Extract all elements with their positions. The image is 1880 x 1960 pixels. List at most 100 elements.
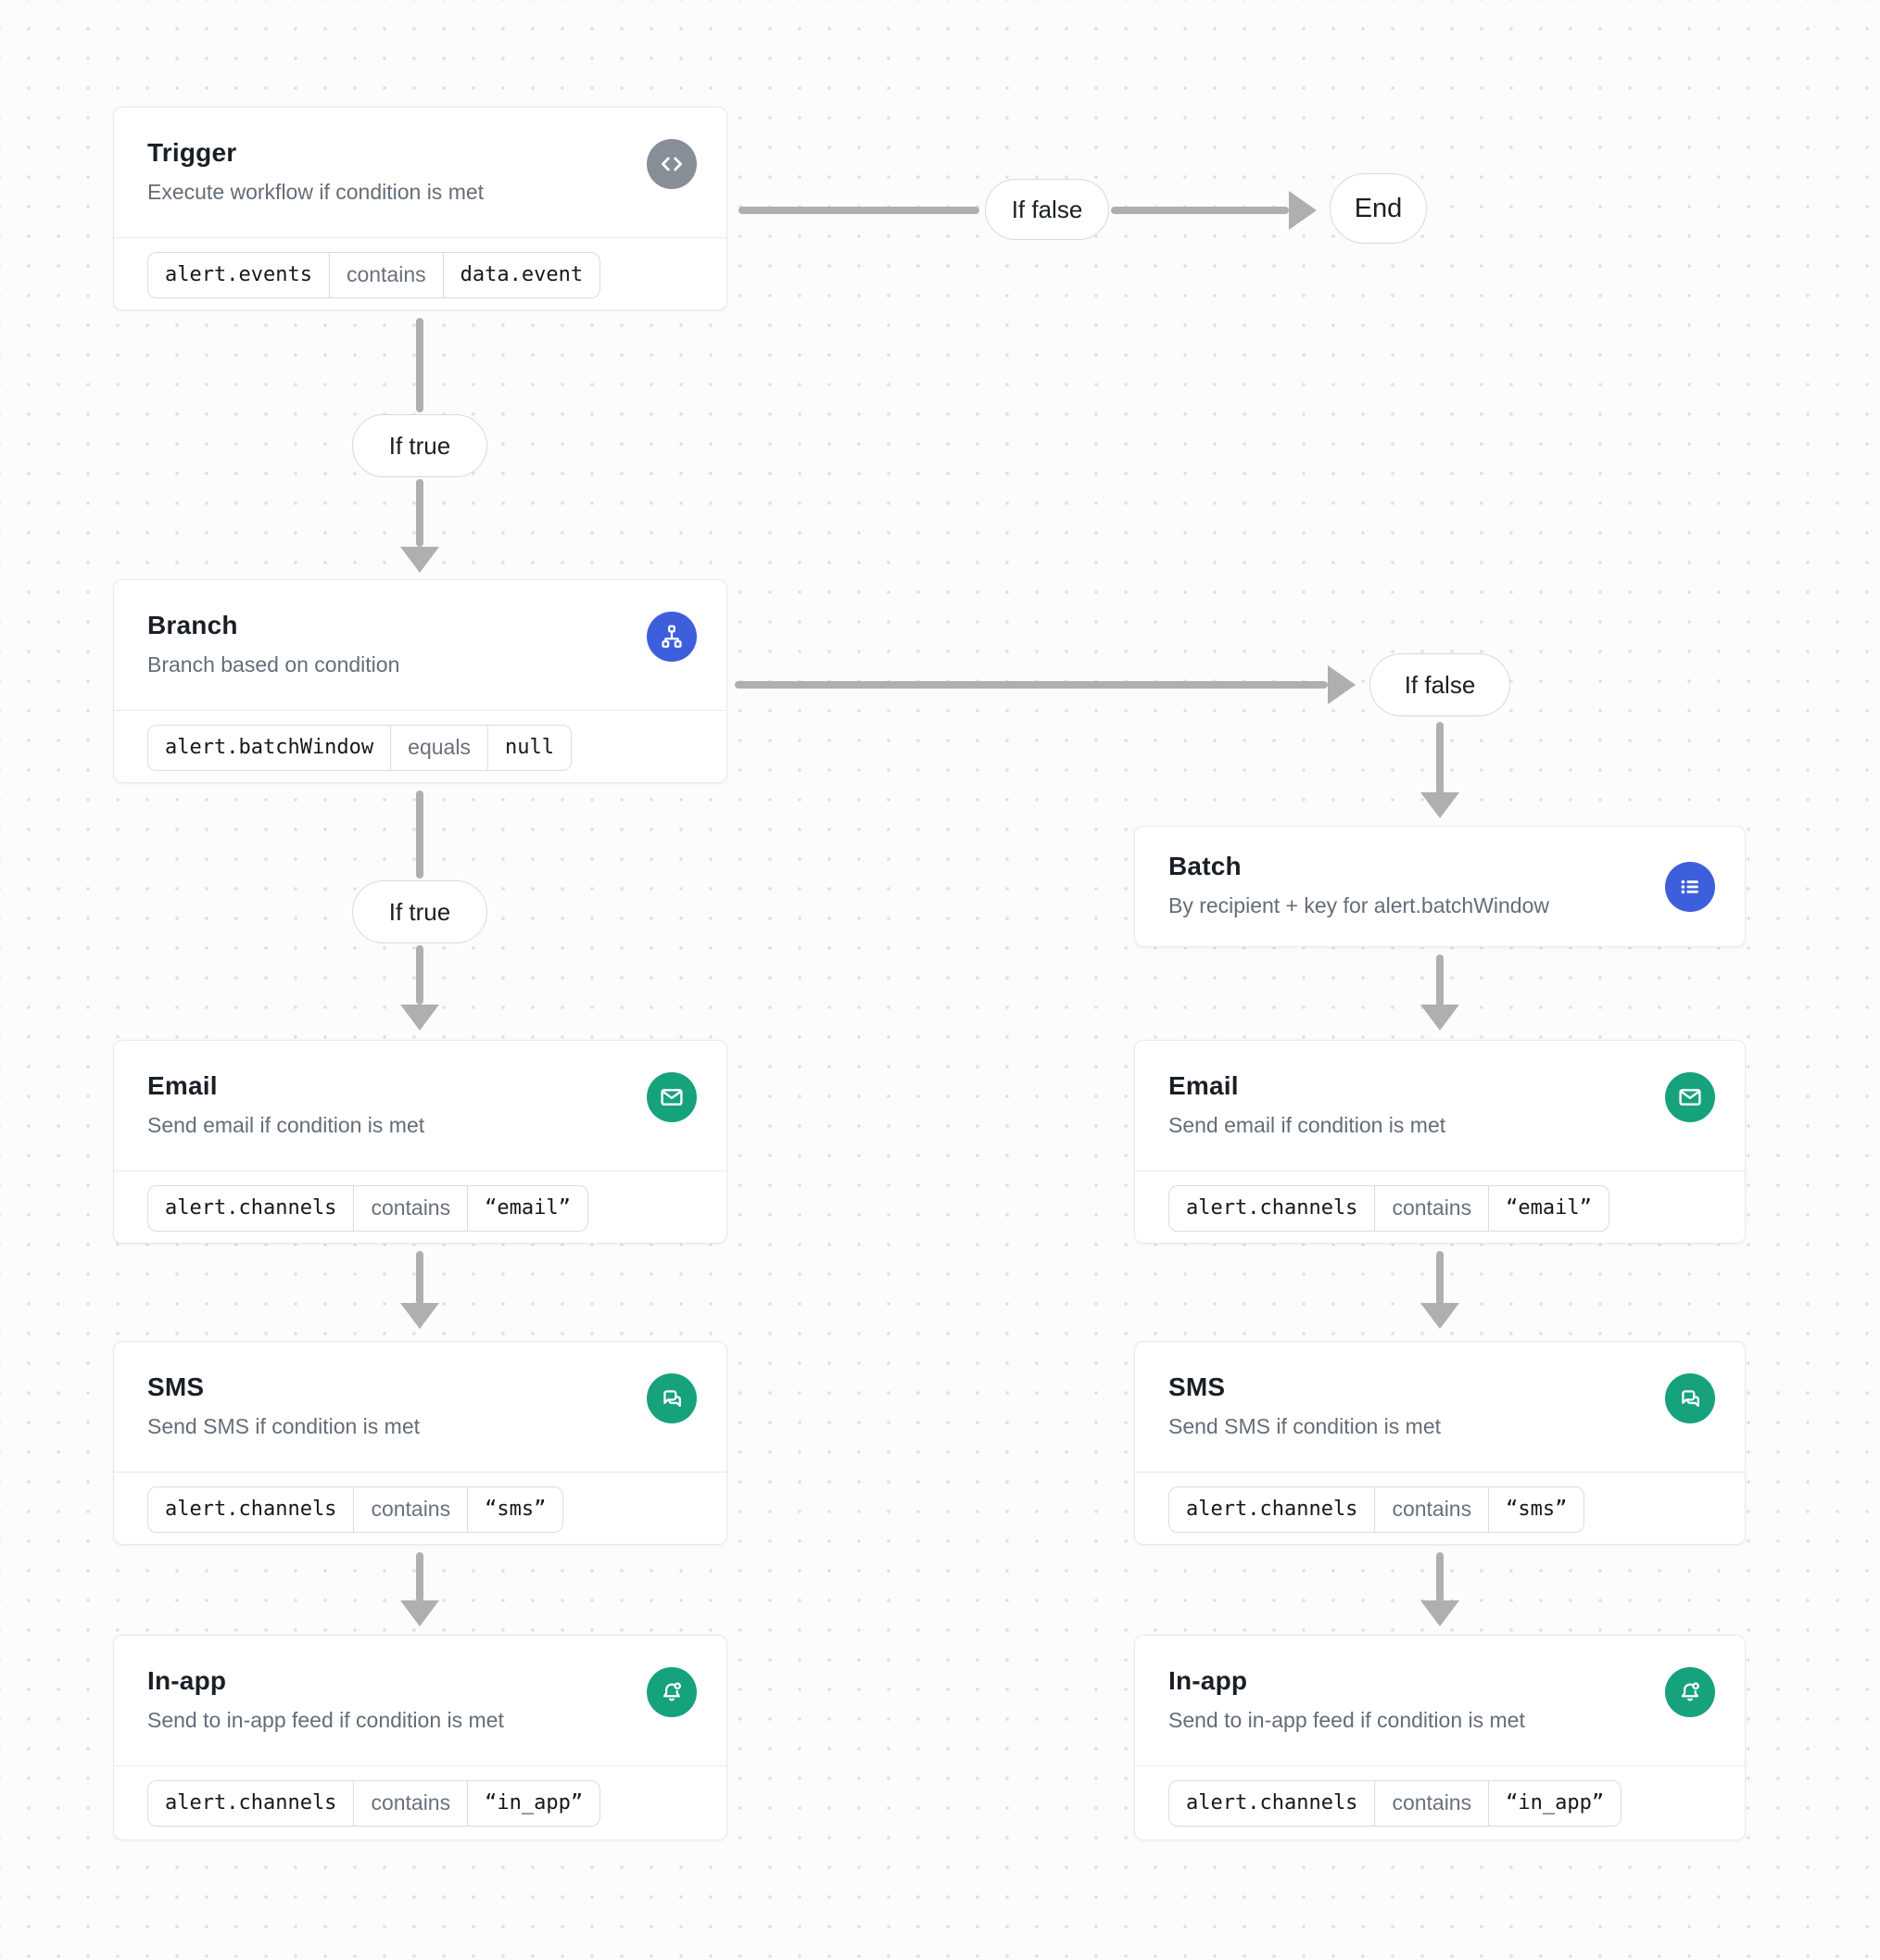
condition-field: alert.channels: [165, 1498, 337, 1521]
node-header: Email Send email if condition is met: [1135, 1041, 1745, 1170]
connector-batch-email-right: [1436, 955, 1444, 1006]
node-trigger[interactable]: Trigger Execute workflow if condition is…: [113, 107, 727, 310]
condition-operator: contains: [328, 252, 443, 297]
condition-row: alert.channels contains “in_app”: [1135, 1765, 1745, 1840]
edge-label-text: If true: [388, 431, 451, 460]
node-title: SMS: [1168, 1372, 1226, 1401]
condition-field: alert.channels: [1186, 1498, 1358, 1521]
condition-chip: alert.channels contains “in_app”: [1168, 1779, 1622, 1827]
condition-field: alert.batchWindow: [165, 736, 374, 759]
condition-value: “email”: [467, 1185, 587, 1231]
mail-icon: [647, 1072, 697, 1122]
bell-notification-icon: [1665, 1667, 1715, 1717]
condition-operator: contains: [1374, 1780, 1488, 1826]
condition-field: alert.channels: [1186, 1791, 1358, 1815]
connector-iftrue-branch: [416, 479, 423, 547]
node-inapp-right[interactable]: In-app Send to in-app feed if condition …: [1134, 1635, 1746, 1840]
connector-iftrue-email-left: [416, 945, 423, 1005]
arrowhead-to-batch: [1420, 792, 1459, 818]
condition-operator: contains: [353, 1486, 467, 1532]
arrowhead-to-email-left: [400, 1005, 439, 1031]
node-header: SMS Send SMS if condition is met: [1135, 1342, 1745, 1472]
mail-icon: [1665, 1072, 1715, 1122]
node-title: Email: [1168, 1071, 1239, 1100]
edge-label-text: If false: [1011, 195, 1083, 223]
node-subtitle: Send to in-app feed if condition is met: [147, 1708, 504, 1732]
arrowhead-to-end: [1289, 191, 1317, 230]
condition-field: alert.channels: [1186, 1196, 1358, 1220]
condition-value: “in_app”: [1488, 1780, 1621, 1826]
node-header: In-app Send to in-app feed if condition …: [114, 1636, 726, 1765]
condition-chip: alert.batchWindow equals null: [147, 724, 572, 771]
condition-operator: contains: [353, 1185, 467, 1231]
connector-sms-inapp-left: [416, 1552, 423, 1602]
node-sms-right[interactable]: SMS Send SMS if condition is met alert.c…: [1134, 1341, 1746, 1545]
condition-chip: alert.channels contains “in_app”: [147, 1779, 601, 1827]
condition-chip: alert.channels contains “sms”: [147, 1486, 564, 1533]
node-header: Branch Branch based on condition: [114, 580, 726, 710]
edge-label-if-false-top: If false: [985, 179, 1109, 240]
end-label: End: [1354, 193, 1403, 223]
condition-row: alert.channels contains “sms”: [114, 1472, 726, 1546]
node-header: In-app Send to in-app feed if condition …: [1135, 1636, 1745, 1765]
condition-chip: alert.channels contains “email”: [1168, 1184, 1609, 1232]
node-header: Trigger Execute workflow if condition is…: [114, 107, 726, 237]
node-sms-left[interactable]: SMS Send SMS if condition is met alert.c…: [113, 1341, 727, 1545]
node-title: In-app: [147, 1666, 227, 1695]
connector-trigger-iftrue: [416, 318, 423, 412]
condition-row: alert.channels contains “email”: [114, 1170, 726, 1245]
connector-iffalse-end: [1111, 207, 1289, 214]
node-batch[interactable]: Batch By recipient + key for alert.batch…: [1134, 826, 1746, 947]
connector-iffalse-batch: [1436, 722, 1444, 794]
edge-label-text: If false: [1404, 670, 1476, 699]
node-branch[interactable]: Branch Branch based on condition alert.b…: [113, 579, 727, 783]
arrowhead-to-sms-right: [1420, 1303, 1459, 1329]
node-title: SMS: [147, 1372, 205, 1401]
condition-row: alert.channels contains “in_app”: [114, 1765, 726, 1840]
arrowhead-to-email-right: [1420, 1005, 1459, 1031]
condition-row: alert.batchWindow equals null: [114, 710, 726, 784]
edge-label-if-true-top: If true: [352, 414, 487, 477]
chat-icon: [647, 1373, 697, 1423]
arrowhead-to-inapp-right: [1420, 1600, 1459, 1626]
node-subtitle: Branch based on condition: [147, 652, 400, 677]
connector-branch-iftrue: [416, 790, 423, 879]
node-inapp-left[interactable]: In-app Send to in-app feed if condition …: [113, 1635, 727, 1840]
connector-email-sms-right: [1436, 1251, 1444, 1305]
condition-operator: contains: [353, 1780, 467, 1826]
condition-value: “sms”: [1488, 1486, 1583, 1532]
node-title: Trigger: [147, 138, 237, 167]
edge-label-if-false-branch: If false: [1369, 653, 1510, 716]
connector-sms-inapp-right: [1436, 1552, 1444, 1602]
connector-branch-iffalse: [735, 681, 1328, 689]
list-icon: [1665, 862, 1715, 912]
arrowhead-to-iffalse: [1328, 665, 1356, 704]
condition-row: alert.channels contains “sms”: [1135, 1472, 1745, 1546]
condition-field: alert.channels: [165, 1196, 337, 1220]
node-header: Email Send email if condition is met: [114, 1041, 726, 1170]
node-title: In-app: [1168, 1666, 1248, 1695]
node-subtitle: By recipient + key for alert.batchWindow: [1168, 893, 1549, 917]
end-node: End: [1330, 173, 1427, 244]
condition-value: null: [486, 725, 571, 770]
node-email-right[interactable]: Email Send email if condition is met ale…: [1134, 1040, 1746, 1244]
condition-operator: contains: [1374, 1185, 1488, 1231]
condition-chip: alert.channels contains “sms”: [1168, 1486, 1585, 1533]
condition-field: alert.events: [165, 263, 312, 286]
condition-value: “in_app”: [467, 1780, 599, 1826]
node-header: SMS Send SMS if condition is met: [114, 1342, 726, 1472]
arrowhead-to-sms-left: [400, 1303, 439, 1329]
node-title: Batch: [1168, 852, 1242, 880]
code-icon: [647, 139, 697, 189]
condition-chip: alert.events contains data.event: [147, 251, 601, 298]
condition-row: alert.events contains data.event: [114, 237, 726, 311]
edge-label-if-true-branch: If true: [352, 880, 487, 943]
node-subtitle: Send SMS if condition is met: [1168, 1414, 1442, 1438]
node-email-left[interactable]: Email Send email if condition is met ale…: [113, 1040, 727, 1244]
node-subtitle: Send SMS if condition is met: [147, 1414, 421, 1438]
chat-icon: [1665, 1373, 1715, 1423]
node-subtitle: Send email if condition is met: [147, 1113, 425, 1137]
node-subtitle: Send to in-app feed if condition is met: [1168, 1708, 1525, 1732]
node-header: Batch By recipient + key for alert.batch…: [1135, 827, 1745, 946]
